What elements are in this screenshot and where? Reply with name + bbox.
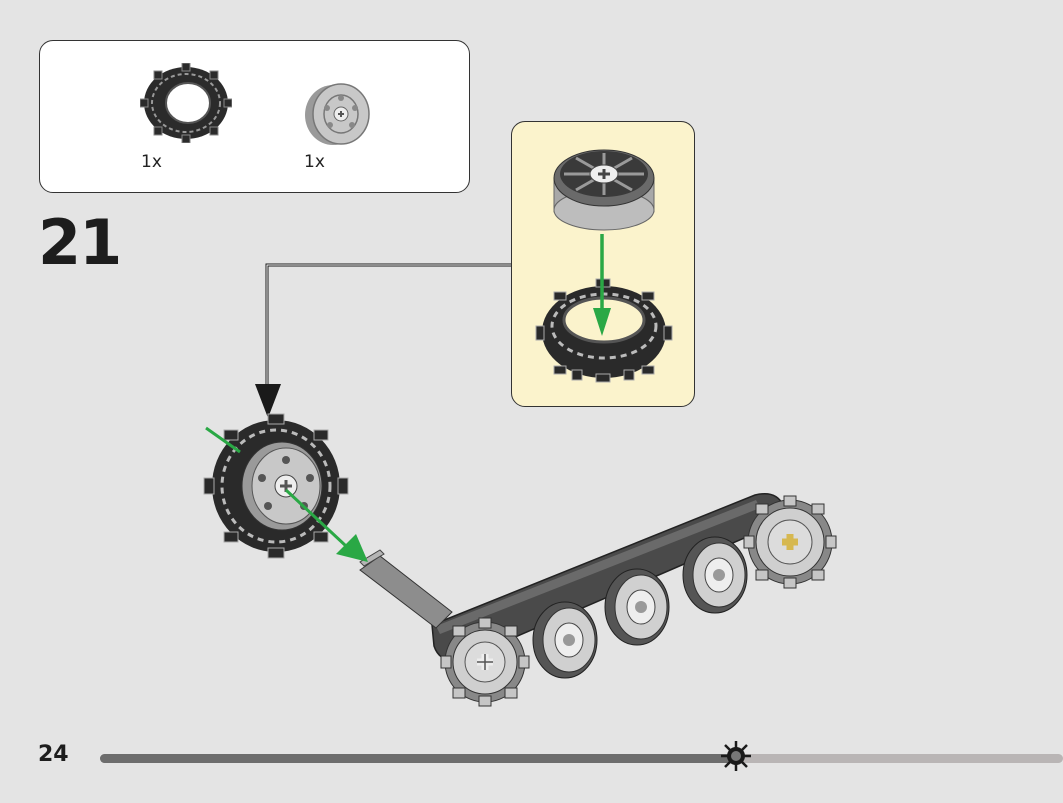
subassembly-callout: [511, 121, 695, 407]
axle-icon: [359, 549, 453, 629]
rim-part-icon: [303, 81, 373, 147]
tire-part-icon: [140, 63, 232, 143]
step-number: 21: [38, 206, 122, 279]
insert-arrow: [593, 234, 611, 336]
rim-quantity: 1x: [304, 152, 325, 172]
parts-list-box: 1x 1x: [39, 40, 470, 193]
front-gear-icon: [440, 617, 530, 707]
progress-bar: [100, 754, 1063, 763]
rear-gear-icon: [743, 495, 837, 589]
progress-marker-icon: [719, 739, 753, 777]
assembled-wheel-icon: [203, 413, 349, 559]
small-wheel-icon: [532, 601, 598, 679]
callout-rim-icon: [553, 149, 655, 231]
small-wheel-icon: [604, 568, 670, 646]
callout-connector-arrow: [255, 263, 511, 418]
tire-quantity: 1x: [141, 152, 162, 172]
small-wheel-icon: [682, 536, 748, 614]
attach-arrow: [205, 426, 368, 562]
callout-tire-icon: [535, 278, 673, 383]
page-number: 24: [38, 742, 69, 767]
progress-fill: [100, 754, 736, 763]
